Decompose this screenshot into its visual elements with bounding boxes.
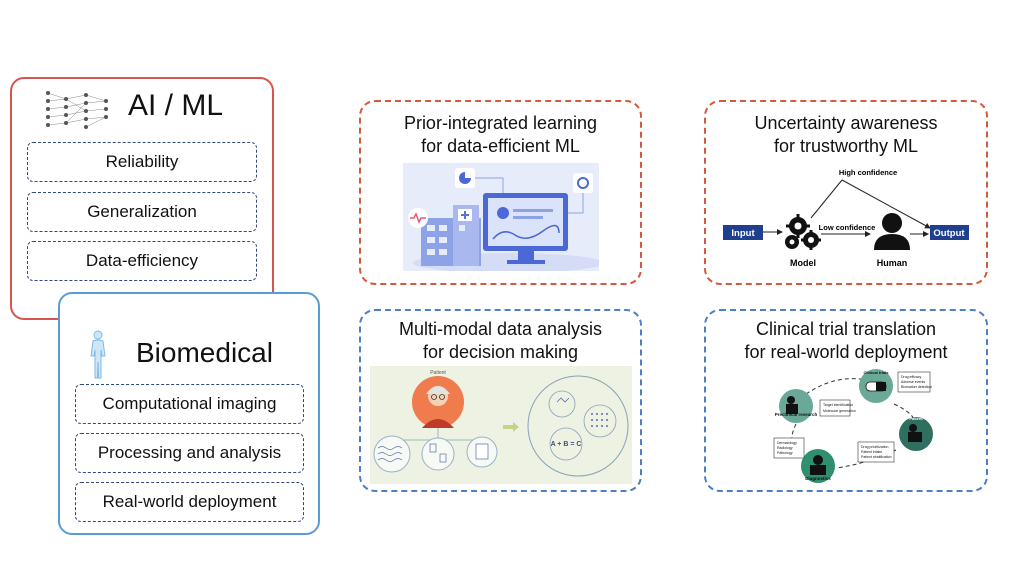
- uncertainty-flow-diagram: Input Model High confidence Low confiden…: [723, 168, 969, 268]
- clinical-note-2: Biomarker detection: [901, 385, 932, 389]
- neural-network-icon: [46, 91, 108, 129]
- ai-item-generalization: Generalization: [27, 192, 257, 232]
- human-label: Human: [877, 258, 908, 268]
- preclinical-note-0: Target identification: [823, 403, 853, 407]
- patient-note-1: Patient intake: [861, 450, 882, 454]
- high-confidence-label: High confidence: [839, 168, 897, 177]
- ai-item-data-efficiency: Data-efficiency: [27, 241, 257, 281]
- patient-node: Patient: [899, 416, 933, 451]
- ai-item-reliability: Reliability: [27, 142, 257, 182]
- card-clinical-line2: for real-world deployment: [744, 342, 948, 362]
- diagnostics-note-0: Dermatology: [777, 441, 797, 445]
- clinical-trials-label: Clinical trials: [864, 370, 890, 375]
- card-multimodal-line2: for decision making: [422, 342, 579, 362]
- bio-item-processing-analysis: Processing and analysis: [75, 433, 304, 473]
- preclinical-node: Preclinical research: [775, 389, 818, 423]
- patient-note-0: Drug prioritization: [861, 445, 888, 449]
- clinical-note-1: Adverse events: [901, 380, 925, 384]
- patient-label: Patient: [430, 370, 446, 376]
- diagnostics-node: Diagnostics: [801, 449, 835, 483]
- preclinical-label: Preclinical research: [775, 412, 818, 417]
- card-uncertainty-line1: Uncertainty awareness: [754, 113, 938, 133]
- card-prior-line2: for data-efficient ML: [421, 136, 580, 156]
- clinical-trials-node: Clinical trials: [859, 369, 893, 403]
- card-uncertainty: [704, 100, 988, 285]
- model-label: Model: [790, 258, 816, 268]
- input-label: Input: [731, 228, 755, 239]
- arrow-icon: [503, 422, 519, 432]
- human-body-icon: [90, 330, 106, 379]
- diagnostics-note-1: Radiology: [777, 446, 793, 450]
- card-multimodal-line1: Multi-modal data analysis: [398, 319, 603, 339]
- patient-note-2: Patient stratification: [861, 455, 892, 459]
- multimodal-illustration: Patient A + B = C: [370, 366, 632, 484]
- clinical-translation-cycle: Preclinical research Target identificati…: [773, 369, 933, 483]
- clinical-note-0: Drug efficacy: [901, 375, 922, 379]
- ai-ml-title: AI / ML: [128, 89, 224, 122]
- card-prior-title: Prior-integrated learning for data-effic…: [359, 112, 642, 158]
- input-node: [723, 225, 763, 240]
- diagnostics-label: Diagnostics: [805, 476, 831, 481]
- human-icon: [874, 213, 910, 250]
- card-clinical-line1: Clinical trial translation: [755, 319, 937, 339]
- card-prior-line1: Prior-integrated learning: [403, 113, 598, 133]
- gears-icon: [785, 214, 821, 250]
- hospital-monitor-illustration: [403, 163, 599, 271]
- output-label: Output: [933, 228, 965, 239]
- card-clinical-title: Clinical trial translation for real-worl…: [704, 318, 988, 364]
- preclinical-note-1: Molecular generation: [823, 409, 856, 413]
- biomedical-title: Biomedical: [136, 337, 273, 368]
- patient-node-label: Patient: [909, 416, 923, 421]
- diagnostics-note-2: Pathology: [777, 451, 793, 455]
- low-confidence-label: Low confidence: [819, 223, 876, 232]
- card-uncertainty-title: Uncertainty awareness for trustworthy ML: [704, 112, 988, 158]
- card-uncertainty-line2: for trustworthy ML: [773, 136, 919, 156]
- formula-label: A + B = C: [551, 441, 582, 448]
- bio-item-real-world-deployment: Real-world deployment: [75, 482, 304, 522]
- bio-item-computational-imaging: Computational imaging: [75, 384, 304, 424]
- output-node: [930, 225, 969, 240]
- card-multimodal-title: Multi-modal data analysis for decision m…: [359, 318, 642, 364]
